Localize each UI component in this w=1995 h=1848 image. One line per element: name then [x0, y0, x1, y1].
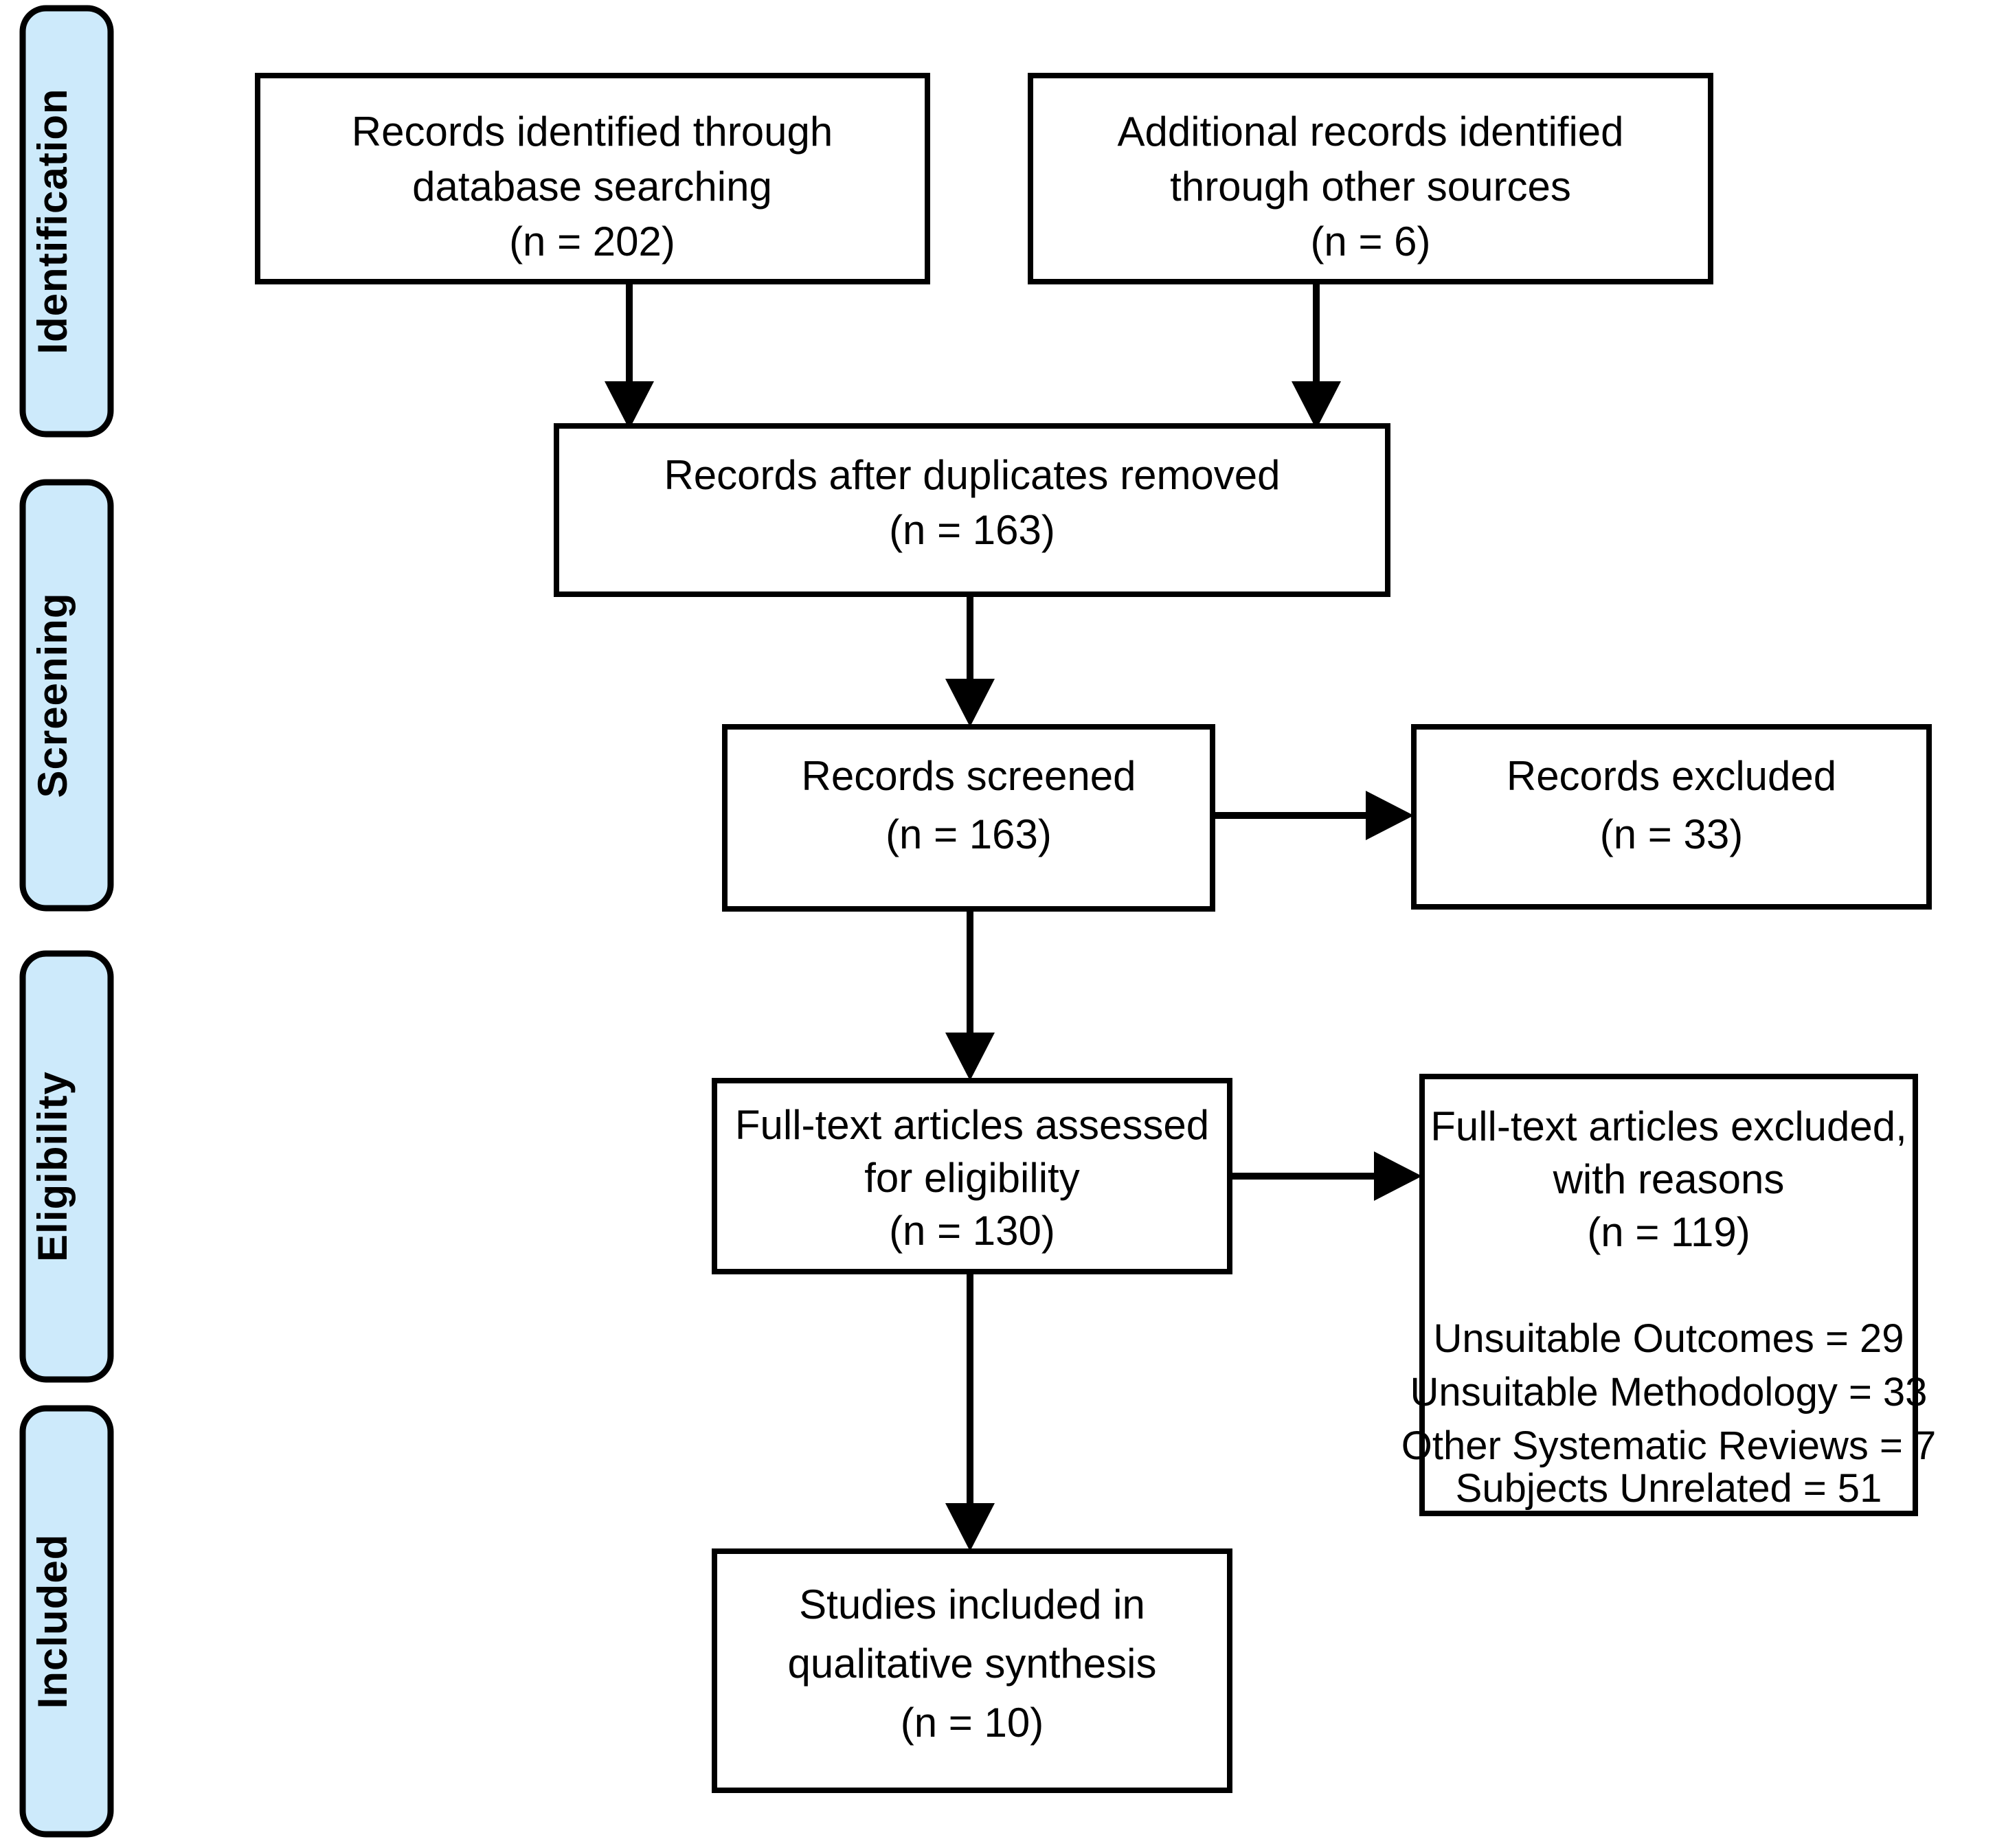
box-fulltext-articles-excluded-line1: Full-text articles excluded, [1430, 1103, 1907, 1149]
box-studies-included-qualitative-line1: Studies included in [799, 1581, 1145, 1627]
box-studies-included-qualitative-line2: qualitative synthesis [788, 1641, 1157, 1687]
exclusion-reason-item: Other Systematic Reviews = 7 [1401, 1423, 1936, 1468]
exclusion-reason-item: Unsuitable Outcomes = 29 [1433, 1316, 1904, 1361]
box-fulltext-articles-excluded-line2: with reasons [1553, 1156, 1785, 1202]
box-additional-records-other-sources-line2: through other sources [1170, 164, 1571, 210]
stage-pill-included: Included [19, 1405, 114, 1838]
box-records-after-duplicates-removed-line1: Records after duplicates removed [664, 452, 1280, 498]
connector-fulltext-to-included [945, 1271, 995, 1551]
box-fulltext-articles-assessed-count: (n = 130) [889, 1208, 1055, 1254]
stage-pill-identification-label: Identification [30, 88, 76, 354]
box-records-excluded-shape [1411, 724, 1932, 910]
stage-pill-eligibility-label: Eligibility [30, 1071, 76, 1262]
stage-pill-identification: Identification [19, 5, 114, 438]
box-records-identified-database-count: (n = 202) [509, 218, 675, 264]
box-additional-records-other-sources-count: (n = 6) [1310, 218, 1430, 264]
box-records-excluded-count: (n = 33) [1600, 811, 1743, 857]
box-fulltext-articles-assessed-line1: Full-text articles assessed [735, 1102, 1209, 1148]
arrow-head-down [1292, 381, 1341, 429]
box-records-after-duplicates-removed-shape [554, 423, 1390, 597]
stage-pill-eligibility: Eligibility [19, 950, 114, 1383]
exclusion-reason-item: Unsuitable Methodology = 33 [1410, 1370, 1928, 1415]
arrow-head-down [945, 679, 995, 727]
box-studies-included-qualitative: Studies included in qualitative synthesi… [712, 1548, 1232, 1793]
stage-pill-eligibility-shape [19, 950, 114, 1383]
box-fulltext-articles-excluded: Full-text articles excluded, with reason… [1401, 1074, 1936, 1516]
box-fulltext-articles-assessed-line2: for eligibility [864, 1155, 1079, 1201]
box-fulltext-articles-assessed-shape [712, 1078, 1232, 1274]
stage-pill-screening-shape [19, 479, 114, 912]
box-additional-records-other-sources-shape [1028, 73, 1713, 284]
box-records-identified-database-line2: database searching [412, 164, 772, 210]
box-additional-records-other-sources-line1: Additional records identified [1117, 109, 1623, 155]
connector-screened-to-excluded [1215, 791, 1414, 840]
box-records-excluded-line1: Records excluded [1507, 753, 1836, 799]
box-fulltext-articles-excluded-shape [1419, 1074, 1918, 1516]
box-additional-records-other-sources: Additional records identified through ot… [1028, 73, 1713, 284]
stage-pill-included-shape [19, 1405, 114, 1838]
box-fulltext-articles-assessed: Full-text articles assessed for eligibil… [712, 1078, 1232, 1274]
arrow-head-down [945, 1033, 995, 1081]
box-records-identified-database-shape [255, 73, 930, 284]
connector-database-to-duplicates [605, 282, 654, 429]
stage-pill-identification-shape [19, 5, 114, 438]
box-records-screened-line1: Records screened [802, 753, 1136, 799]
stage-pill-screening-label: Screening [30, 592, 76, 798]
box-records-screened-count: (n = 163) [886, 811, 1052, 857]
stage-pill-included-label: Included [30, 1534, 76, 1709]
box-studies-included-qualitative-shape [712, 1548, 1232, 1793]
arrow-head-right [1366, 791, 1414, 840]
box-records-identified-database: Records identified through database sear… [255, 73, 930, 284]
connector-screened-to-fulltext [945, 907, 995, 1081]
box-records-identified-database-line1: Records identified through [352, 109, 833, 155]
box-records-after-duplicates-removed-count: (n = 163) [889, 507, 1055, 553]
box-fulltext-articles-excluded-count: (n = 119) [1587, 1209, 1750, 1255]
box-records-excluded: Records excluded (n = 33) [1411, 724, 1932, 910]
arrow-head-down [605, 381, 654, 429]
connector-fulltext-to-fulltextexcluded [1230, 1151, 1422, 1201]
box-records-screened: Records screened (n = 163) [722, 724, 1215, 912]
arrow-head-down [945, 1503, 995, 1551]
stage-pill-screening: Screening [19, 479, 114, 912]
box-records-screened-shape [722, 724, 1215, 912]
connector-othersources-to-duplicates [1292, 282, 1341, 429]
connector-duplicates-to-screened [945, 592, 995, 727]
arrow-head-right [1374, 1151, 1422, 1201]
box-records-after-duplicates-removed: Records after duplicates removed (n = 16… [554, 423, 1390, 597]
exclusion-reason-item: Subjects Unrelated = 51 [1456, 1466, 1882, 1511]
box-studies-included-qualitative-count: (n = 10) [901, 1700, 1044, 1746]
